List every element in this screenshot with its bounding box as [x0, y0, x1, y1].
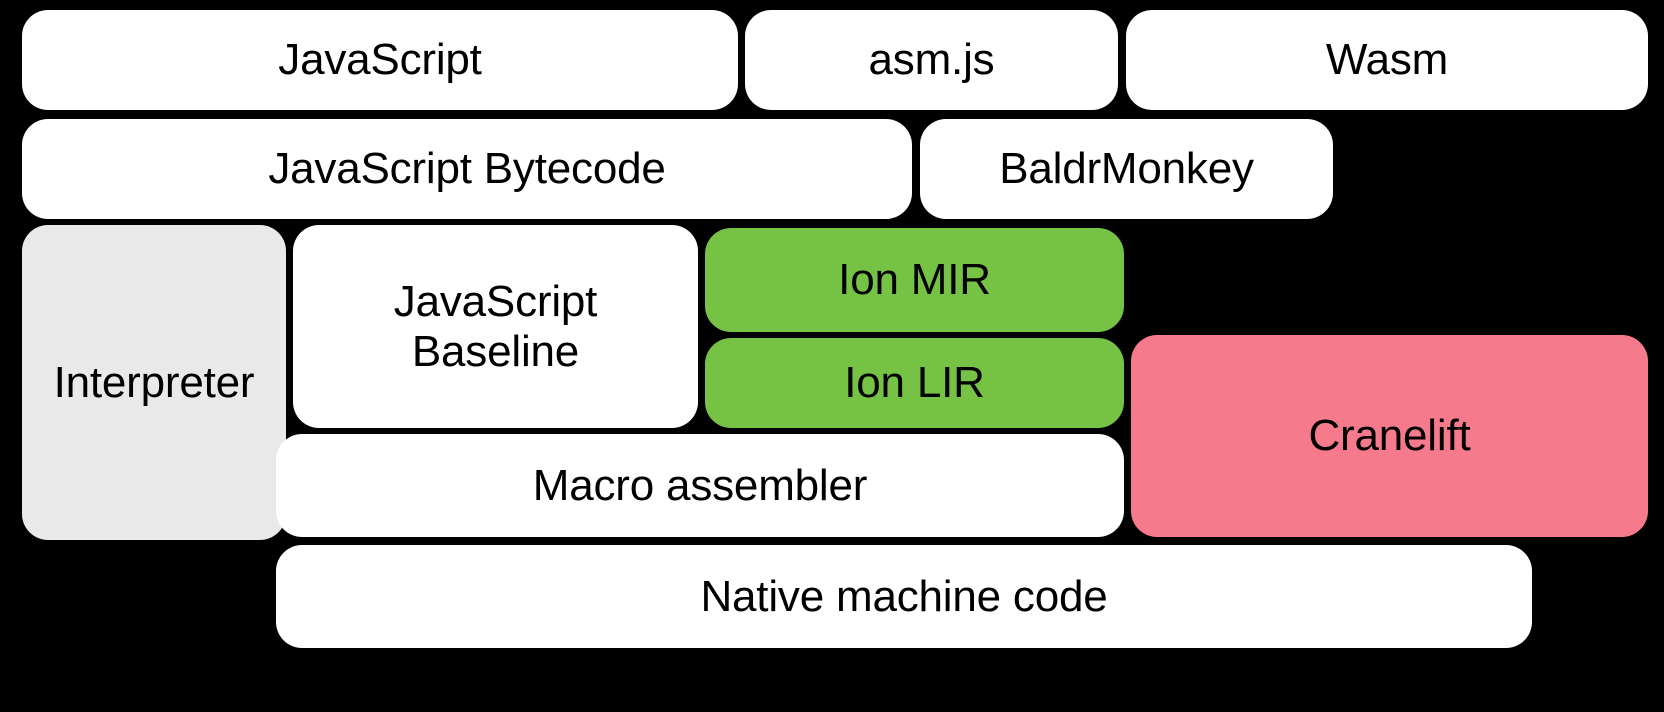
node-asm-js[interactable]: asm.js	[745, 10, 1118, 110]
node-javascript-bytecode[interactable]: JavaScript Bytecode	[22, 119, 912, 219]
node-javascript-baseline[interactable]: JavaScript Baseline	[293, 225, 698, 428]
node-wasm[interactable]: Wasm	[1126, 10, 1648, 110]
node-ion-lir[interactable]: Ion LIR	[705, 338, 1124, 428]
node-javascript[interactable]: JavaScript	[22, 10, 738, 110]
node-interpreter[interactable]: Interpreter	[22, 225, 286, 540]
node-native-machine-code[interactable]: Native machine code	[276, 545, 1532, 648]
node-ion-mir[interactable]: Ion MIR	[705, 228, 1124, 332]
node-macro-assembler[interactable]: Macro assembler	[276, 434, 1124, 537]
node-baldrmonkey[interactable]: BaldrMonkey	[920, 119, 1333, 219]
node-cranelift[interactable]: Cranelift	[1131, 335, 1648, 537]
